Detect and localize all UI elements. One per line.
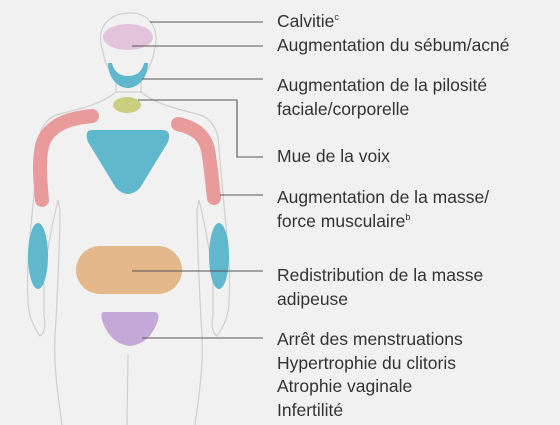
baldness-text: Calvitie [277,11,334,31]
muscle-line-2: force musculaire [277,211,405,231]
baldness-footnote: c [334,12,339,22]
reproductive-line-3: Atrophie vaginale [277,375,463,399]
muscle-footnote: b [405,212,410,222]
right-forearm-region [209,223,229,289]
left-shoulder-region [40,116,92,200]
fat-line-2: adipeuse [277,288,483,312]
label-baldness: Calvitiec [277,10,339,34]
label-sebum: Augmentation du sébum/acné [277,34,510,58]
label-fat: Redistribution de la masse adipeuse [277,264,483,311]
sebum-text: Augmentation du sébum/acné [277,34,510,58]
label-hair: Augmentation de la pilosité faciale/corp… [277,74,487,121]
label-voice: Mue de la voix [277,145,390,169]
right-shoulder-region [178,124,214,198]
voice-text: Mue de la voix [277,145,390,169]
hair-line-1: Augmentation de la pilosité [277,74,487,98]
body-outline [27,13,229,425]
chest-region [87,130,169,194]
beard-region [108,63,148,88]
label-reproductive: Arrêt des menstruations Hypertrophie du … [277,328,463,422]
muscle-line-1: Augmentation de la masse/ [277,186,489,210]
leg-outline [127,355,128,425]
reproductive-line-2: Hypertrophie du clitoris [277,352,463,376]
abdomen-region [76,246,182,294]
pelvis-region [101,312,158,346]
label-muscle: Augmentation de la masse/ force musculai… [277,186,489,233]
muscle-line-2-wrap: force musculaireb [277,210,489,234]
hair-line-2: faciale/corporelle [277,98,487,122]
reproductive-line-1: Arrêt des menstruations [277,328,463,352]
reproductive-line-4: Infertilité [277,399,463,423]
label-baldness-text: Calvitiec [277,10,339,34]
larynx-region [113,97,141,113]
left-forearm-region [28,223,48,289]
fat-line-1: Redistribution de la masse [277,264,483,288]
